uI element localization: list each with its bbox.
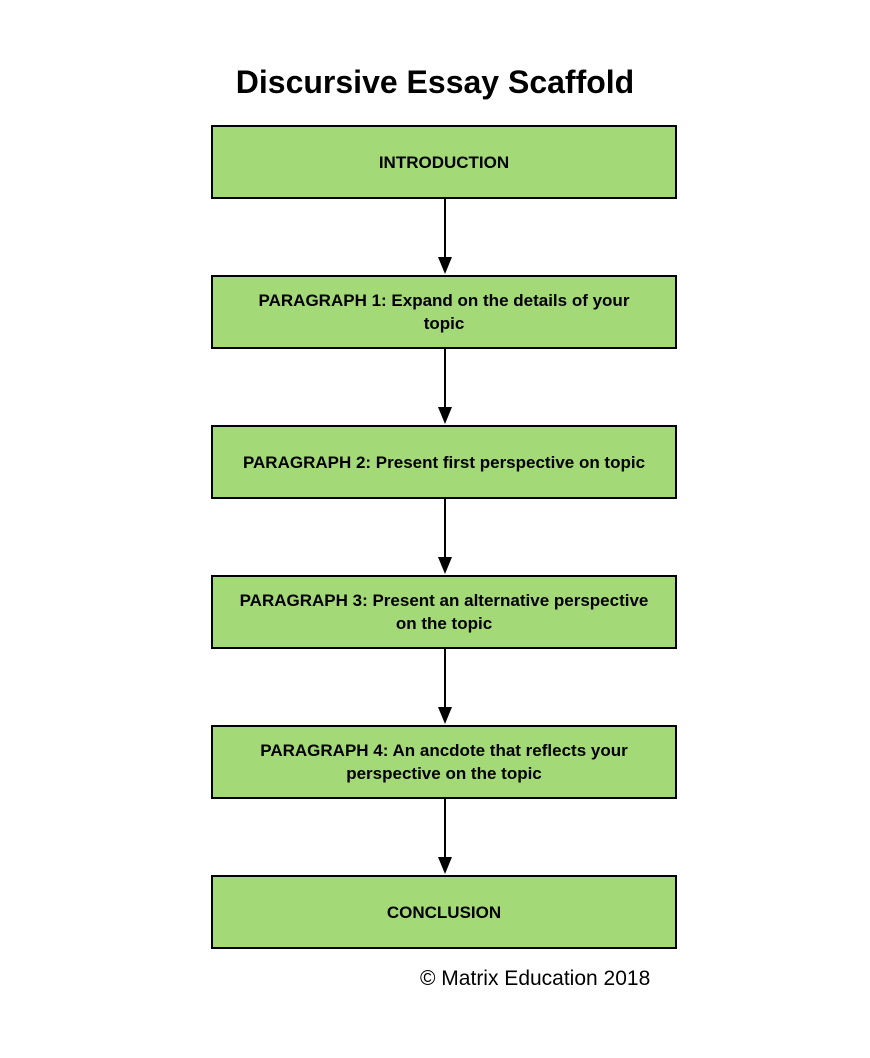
step-box-conclusion: CONCLUSION <box>211 875 677 949</box>
arrow-p1-to-p2 <box>438 349 452 424</box>
arrow-p3-to-p4 <box>438 649 452 724</box>
step-label-conclusion: CONCLUSION <box>386 902 502 922</box>
step-label-paragraph-1: PARAGRAPH 1: Expand on the details of yo… <box>258 291 630 333</box>
diagram-title: Discursive Essay Scaffold <box>235 64 635 100</box>
step-label-paragraph-2: PARAGRAPH 2: Present first perspective o… <box>242 452 646 472</box>
step-label-introduction: INTRODUCTION <box>378 152 510 172</box>
step-box-paragraph-4: PARAGRAPH 4: An ancdote that reflects yo… <box>211 725 677 799</box>
step-box-paragraph-3: PARAGRAPH 3: Present an alternative pers… <box>211 575 677 649</box>
step-box-paragraph-1: PARAGRAPH 1: Expand on the details of yo… <box>211 275 677 349</box>
step-label-paragraph-4: PARAGRAPH 4: An ancdote that reflects yo… <box>260 741 628 783</box>
step-box-paragraph-2: PARAGRAPH 2: Present first perspective o… <box>211 425 677 499</box>
arrow-intro-to-p1 <box>438 199 452 274</box>
arrow-p4-to-conclusion <box>438 799 452 874</box>
copyright-notice: © Matrix Education 2018 <box>420 967 651 990</box>
step-label-paragraph-3: PARAGRAPH 3: Present an alternative pers… <box>239 591 649 633</box>
arrow-p2-to-p3 <box>438 499 452 574</box>
step-box-introduction: INTRODUCTION <box>211 125 677 199</box>
